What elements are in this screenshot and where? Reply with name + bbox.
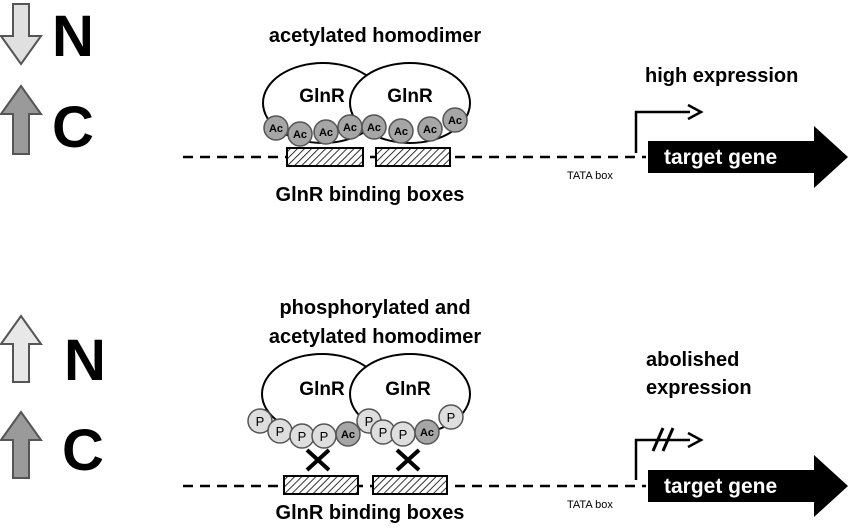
top-binding-label: GlnR binding boxes [276, 184, 465, 206]
bottom-mod-1-label: P [276, 424, 285, 439]
top-c-indicator: C [0, 84, 94, 160]
arrow-up-icon [0, 410, 43, 479]
bottom-mod-4-label: Ac [341, 429, 355, 441]
arrow-right-icon [687, 431, 704, 449]
top-title: acetylated homodimer [269, 25, 482, 47]
top-mod-5-label: Ac [394, 126, 408, 138]
bottom-mod-8 [414, 419, 440, 445]
arrow-up-icon [0, 84, 43, 155]
top-mod-2 [313, 119, 339, 145]
bottom-binding-box-left [283, 475, 359, 495]
bottom-mod-0 [247, 408, 273, 434]
bottom-mod-6-label: P [379, 425, 388, 440]
top-mod-1-label: Ac [293, 129, 307, 141]
bottom-mod-4 [335, 421, 361, 447]
top-gene-arrow [648, 126, 848, 188]
top-expression-label: high expression [645, 65, 798, 87]
top-mod-7-label: Ac [448, 115, 462, 127]
bottom-expression-label-line2: expression [646, 377, 752, 399]
bottom-block-marks [305, 448, 421, 472]
bottom-promoter-arrow [634, 438, 690, 480]
arrow-right-icon [687, 103, 704, 121]
break-icon [651, 427, 675, 452]
bottom-mod-2-label: P [298, 429, 307, 444]
bottom-mod-9-label: P [447, 410, 456, 425]
top-mod-3-label: Ac [343, 122, 357, 134]
bottom-tata-label: TATA box [567, 499, 613, 511]
top-mod-0 [263, 115, 289, 141]
bottom-glnr-right-label: GlnR [385, 379, 431, 400]
arrow-down-icon [0, 3, 43, 66]
bottom-n-letter: N [64, 328, 106, 393]
top-gene-label: target gene [664, 146, 777, 169]
top-promoter-arrow [634, 110, 690, 153]
bottom-mod-5-label: P [365, 414, 374, 429]
bottom-panel: N C phosphorylated and acetylated homodi… [0, 297, 848, 524]
bottom-title-line1: phosphorylated and [279, 297, 470, 319]
top-binding-box-left [286, 147, 364, 167]
x-mark-icon [305, 448, 331, 472]
bottom-mod-0-label: P [256, 414, 265, 429]
bottom-binding-label: GlnR binding boxes [276, 502, 465, 524]
top-c-letter: C [52, 95, 94, 160]
top-mod-2-label: Ac [319, 127, 333, 139]
top-tata-label: TATA box [567, 170, 613, 182]
bottom-c-letter: C [62, 418, 104, 483]
bottom-mod-7-label: P [399, 427, 408, 442]
top-mod-7 [442, 107, 468, 133]
bottom-gene-arrow [648, 455, 848, 517]
bottom-mod-8-label: Ac [420, 427, 434, 439]
bottom-modifications: P P P P Ac P P P Ac P [247, 404, 464, 449]
arrow-up-icon [0, 314, 43, 383]
bottom-expression-label-line1: abolished [646, 349, 739, 371]
top-mod-4-label: Ac [367, 122, 381, 134]
top-mod-6 [417, 116, 443, 142]
bottom-title-line2: acetylated homodimer [269, 326, 482, 348]
bottom-binding-box-right [372, 475, 448, 495]
top-panel: N C acetylated homodimer GlnR GlnR Ac Ac… [0, 3, 848, 206]
top-mod-1 [287, 121, 313, 147]
bottom-glnr-left-label: GlnR [299, 379, 345, 400]
top-mod-0-label: Ac [269, 123, 283, 135]
top-glnr-left-label: GlnR [299, 86, 345, 107]
top-n-indicator: N [0, 3, 94, 69]
top-mod-6-label: Ac [423, 124, 437, 136]
top-modifications: Ac Ac Ac Ac Ac Ac Ac Ac [263, 107, 468, 147]
top-mod-4 [361, 114, 387, 140]
bottom-n-indicator: N [0, 314, 106, 393]
bottom-mod-9 [438, 404, 464, 430]
bottom-gene-label: target gene [664, 475, 777, 498]
x-mark-icon [395, 448, 421, 472]
top-n-letter: N [52, 4, 94, 69]
bottom-c-indicator: C [0, 410, 104, 483]
top-binding-box-right [375, 147, 451, 167]
top-mod-5 [388, 118, 414, 144]
top-glnr-right-label: GlnR [387, 86, 433, 107]
bottom-mod-3-label: P [320, 429, 329, 444]
